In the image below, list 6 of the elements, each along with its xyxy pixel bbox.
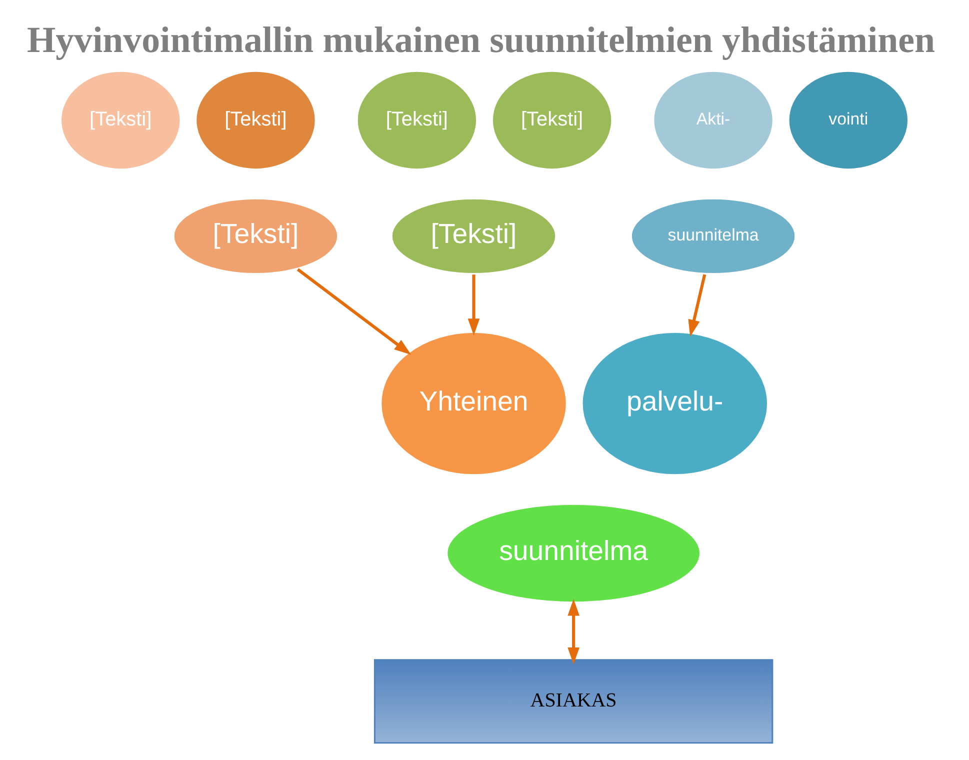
arrow xyxy=(468,274,480,336)
node-box: ASIAKAS xyxy=(374,658,774,744)
diagram-title: Hyvinvointimallin mukainen suunnitelmien yhdistäminen xyxy=(26,18,935,60)
arrow xyxy=(568,598,580,664)
arrow xyxy=(688,274,706,336)
arrow xyxy=(296,268,412,354)
